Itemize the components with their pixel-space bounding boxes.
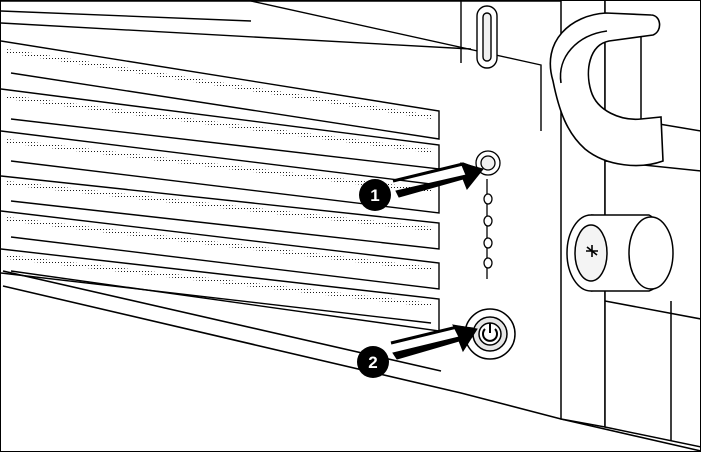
bezel-release-slot xyxy=(476,5,498,69)
power-button-graphic xyxy=(464,308,516,360)
thumbscrew xyxy=(566,214,674,292)
callout-arrow-1 xyxy=(392,162,484,198)
callout-number-1: 1 xyxy=(370,186,379,205)
callout-badge-1: 1 xyxy=(359,179,391,211)
bezel-top-edge xyxy=(1,1,542,131)
callout-badge-2: 2 xyxy=(357,346,389,378)
callout-arrow-2 xyxy=(390,324,478,360)
vent-slats xyxy=(1,40,440,332)
vent-texture xyxy=(6,49,432,307)
rack-handle xyxy=(549,12,664,167)
callout-number-2: 2 xyxy=(368,353,377,372)
